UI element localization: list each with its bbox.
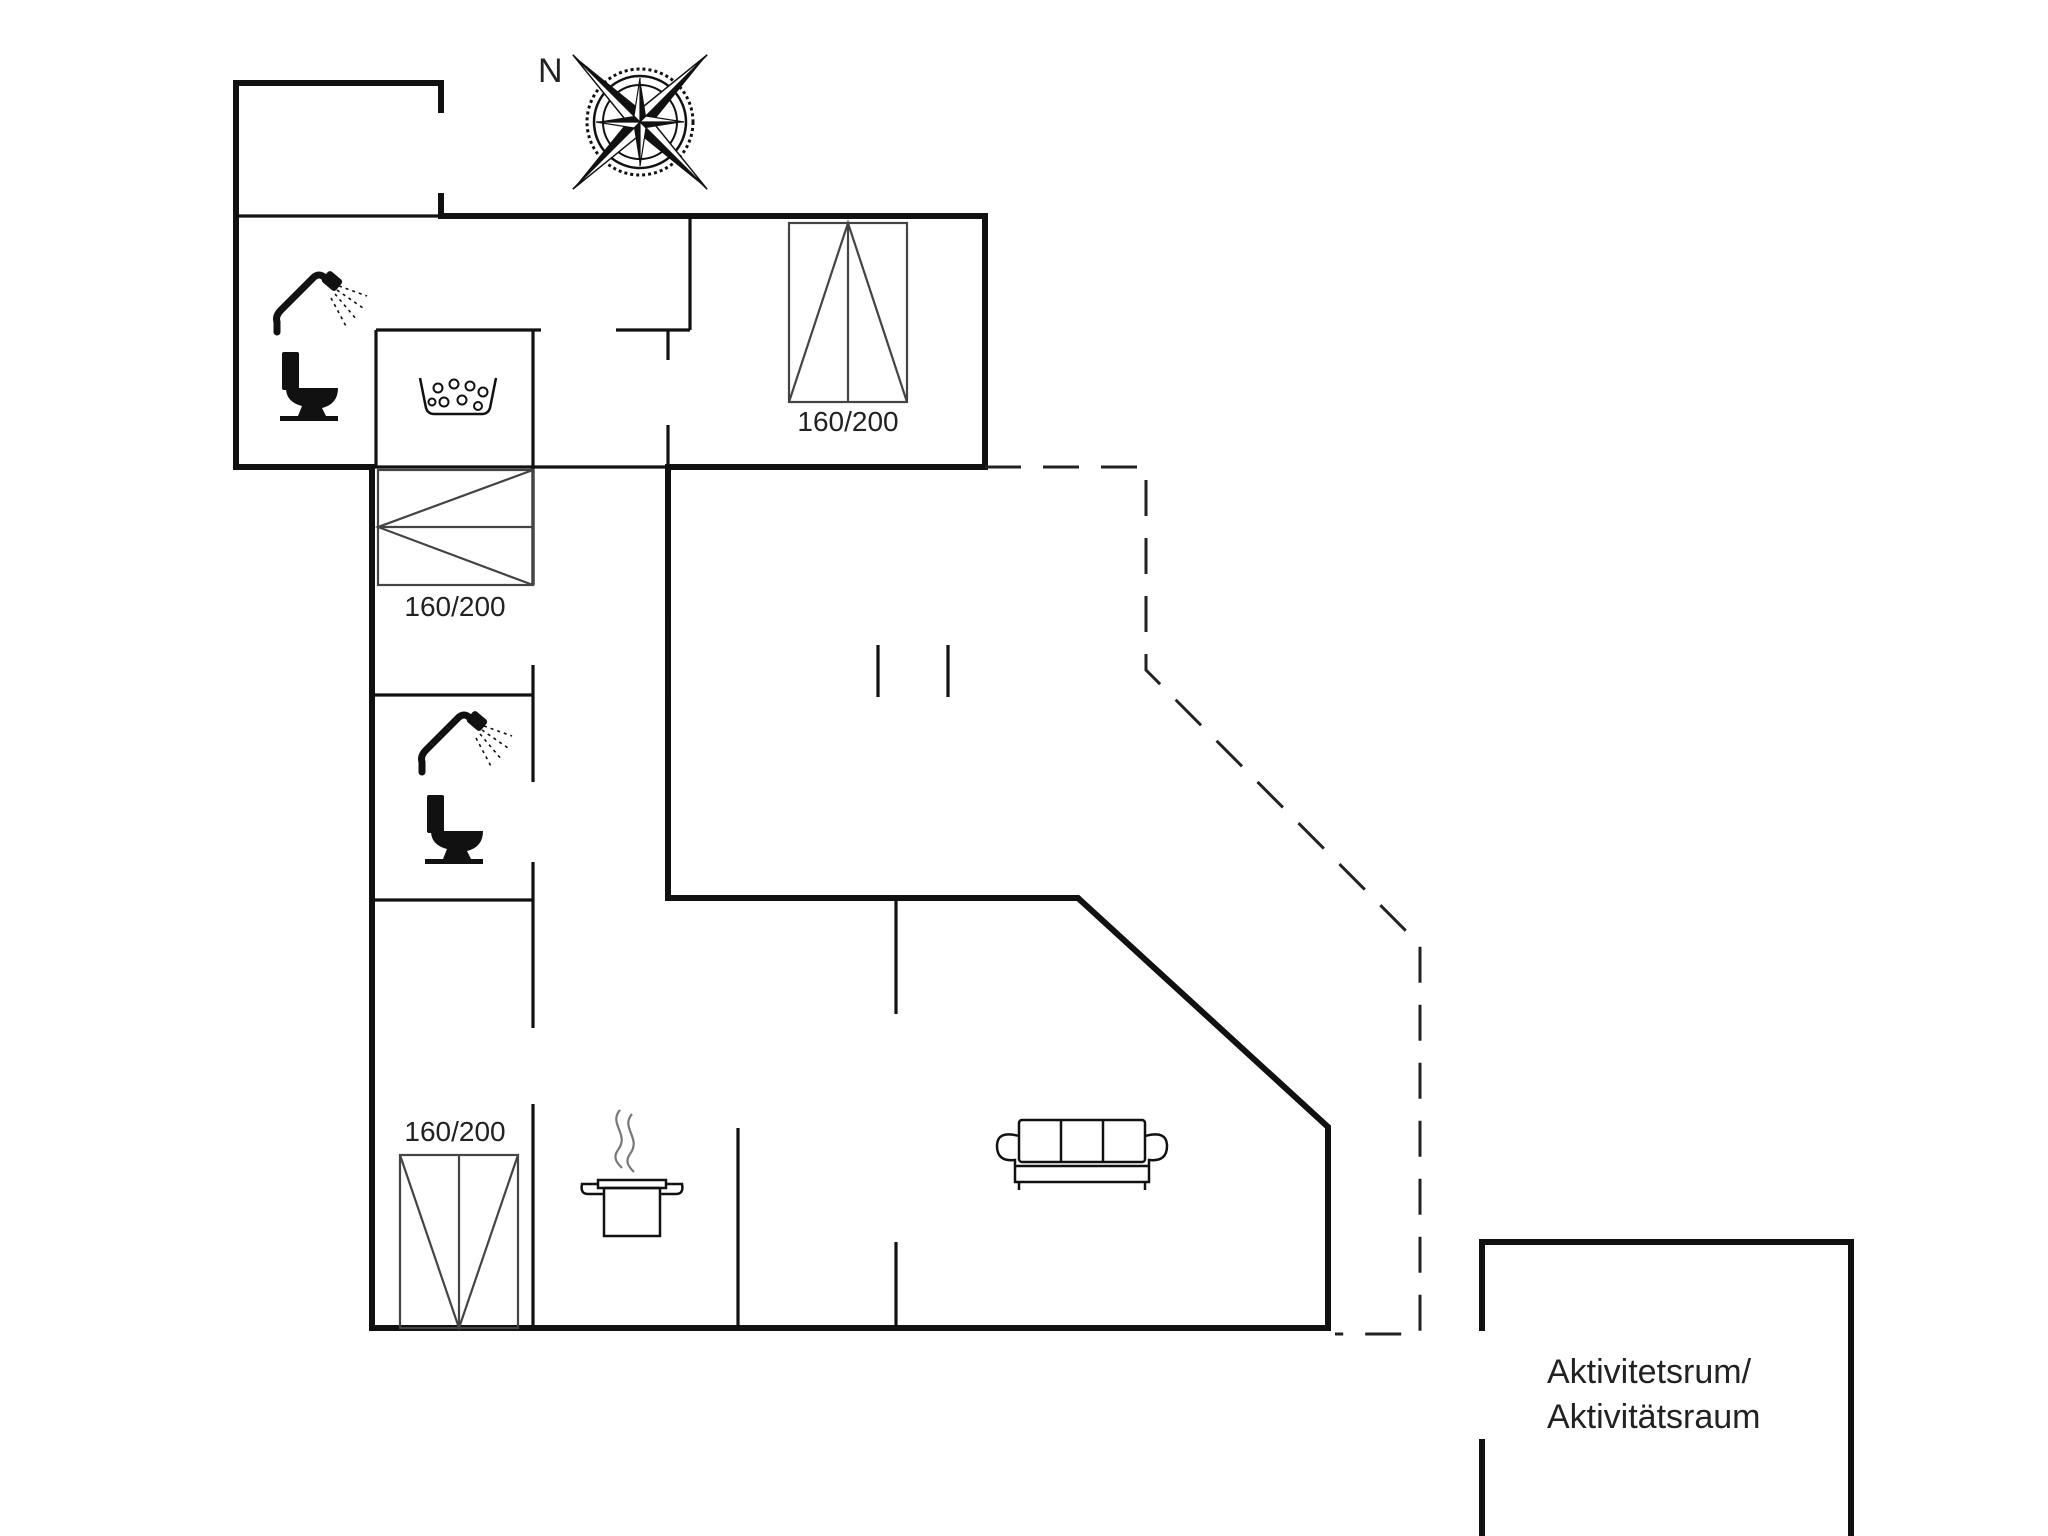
bed-size-label: 160/200 (797, 406, 898, 437)
shower-icon (273, 271, 368, 336)
sofa-icon (995, 1118, 1169, 1190)
interior-walls (372, 216, 950, 1328)
activity-room: Aktivitetsrum/ Aktivitätsraum (1479, 1239, 1854, 1536)
bed-size-label: 160/200 (404, 591, 505, 622)
bed-bottom-left: 160/200 (398, 1116, 520, 1332)
compass-rose-icon: N (538, 52, 708, 190)
activity-room-label-line1: Aktivitetsrum/ (1547, 1353, 1752, 1391)
terrace-outline (985, 465, 1422, 1336)
compass-north-label: N (538, 52, 563, 90)
toilet-icon (280, 352, 338, 421)
shower-icon (418, 711, 513, 776)
bed-size-label: 160/200 (404, 1116, 505, 1147)
cooking-pot-icon (580, 1109, 684, 1238)
activity-room-label-line2: Aktivitätsraum (1547, 1398, 1761, 1436)
whirlpool-icon (418, 377, 498, 416)
bed-top-right: 160/200 (787, 219, 909, 437)
exterior-walls (233, 80, 1331, 1331)
bed-left-middle: 160/200 (374, 468, 535, 622)
toilet-icon (425, 795, 483, 864)
